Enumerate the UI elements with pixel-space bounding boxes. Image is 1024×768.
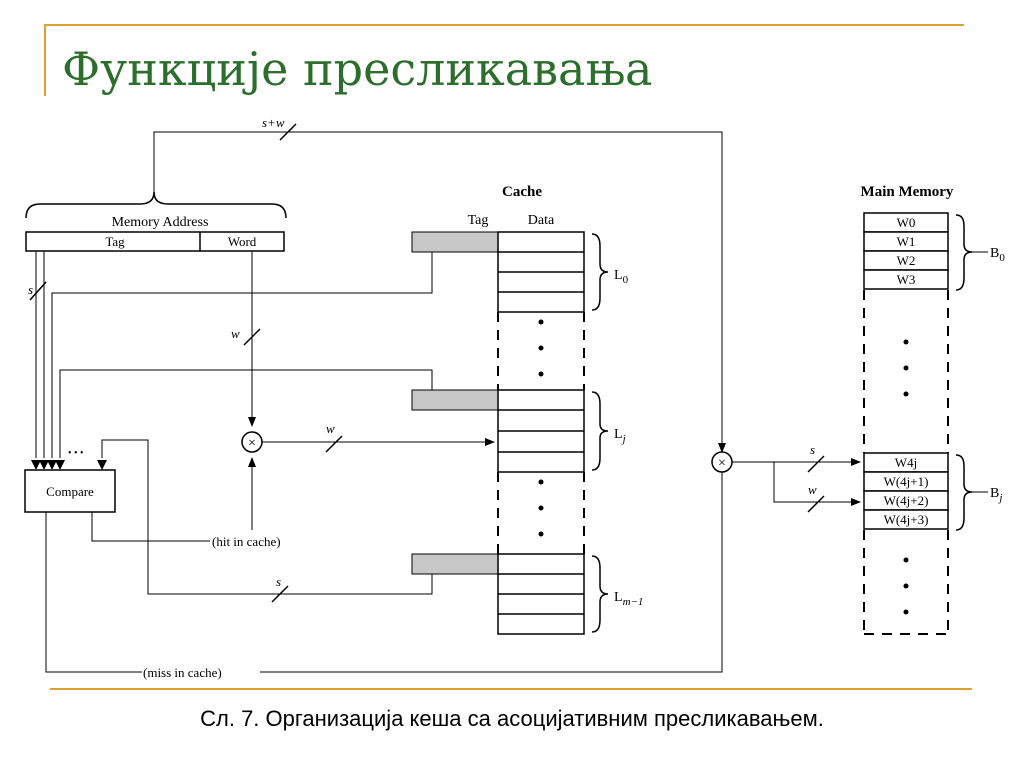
bus-label-w-word: w	[231, 326, 240, 341]
cache-data-header: Data	[528, 213, 555, 228]
cache-line-lm-label: Lm−1	[614, 590, 643, 608]
bus-label-s-tag: s	[28, 282, 33, 297]
cache-tag-lj	[411, 389, 499, 411]
compare-label: Compare	[46, 484, 94, 499]
address-bus-to-memory	[153, 131, 723, 436]
hit-label: (hit in cache)	[212, 534, 281, 549]
miss-label: (miss in cache)	[143, 665, 222, 680]
main-memory-title: Main Memory	[861, 184, 954, 200]
figure-caption: Сл. 7. Организација кеша са асоцијативни…	[200, 706, 824, 731]
cache-tag-lm	[411, 553, 499, 575]
cache-tag-header: Tag	[468, 213, 489, 228]
memory-word-w3	[863, 269, 949, 290]
memory-word-w4j3	[863, 509, 949, 530]
bus-label-s-memory: s	[810, 442, 815, 457]
left-rule	[44, 24, 46, 96]
svg-text:W3: W3	[897, 272, 916, 287]
cache-mapping-diagram: Memory Address Tag Word s+w s s • • • Co…	[24, 115, 1005, 680]
cache-line-l0-label: L0	[614, 268, 629, 286]
svg-text:W(4j+2): W(4j+2)	[884, 493, 929, 508]
cache-title: Cache	[502, 184, 542, 200]
svg-text:W(4j+3): W(4j+3)	[884, 512, 929, 527]
svg-text:×: ×	[718, 456, 726, 471]
address-register	[25, 231, 285, 252]
bottom-rule	[50, 688, 972, 690]
compare-box	[24, 469, 116, 513]
top-rule	[44, 24, 964, 26]
cache-tag-l0	[411, 231, 499, 253]
bus-label-s-plus-w: s+w	[262, 115, 285, 130]
svg-text:W0: W0	[897, 215, 916, 230]
svg-text:×: ×	[248, 436, 256, 451]
cache-line-lj-label: Lj	[614, 427, 626, 445]
block-bj-label: Bj	[990, 486, 1002, 504]
compare-dots: • • •	[68, 448, 84, 459]
bus-label-w-cache: w	[326, 421, 335, 436]
svg-text:W1: W1	[897, 234, 916, 249]
miss-line	[45, 512, 142, 673]
bus-label-w-memory: w	[808, 482, 817, 497]
svg-text:W4j: W4j	[895, 455, 917, 470]
memory-address-label: Memory Address	[112, 215, 209, 230]
hit-line	[91, 512, 210, 542]
svg-text:W(4j+1): W(4j+1)	[884, 474, 929, 489]
svg-text:W2: W2	[897, 253, 916, 268]
address-tag-field: Tag	[105, 234, 125, 249]
bus-label-s-lm: s	[276, 574, 281, 589]
slide-title: Функције пресликавања	[62, 42, 653, 96]
address-word-field: Word	[228, 234, 257, 249]
block-b0-label: B0	[990, 246, 1005, 264]
